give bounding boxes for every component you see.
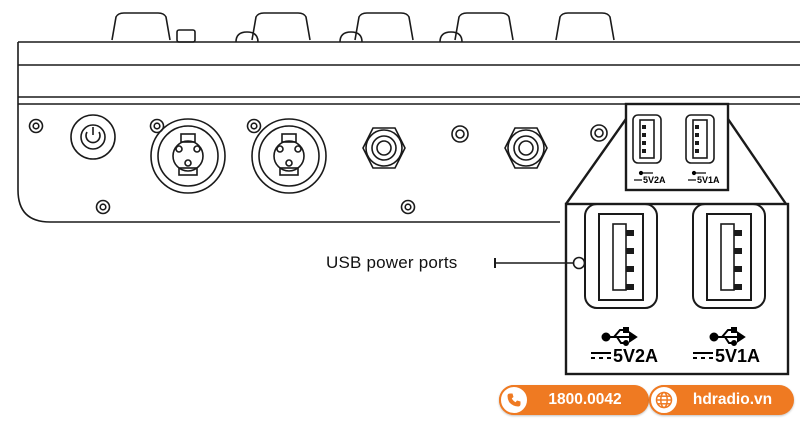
phone-badge[interactable]: 1800.0042 bbox=[499, 385, 649, 415]
usb-port-rating-right-small: 5V1A bbox=[697, 175, 720, 185]
quarter-inch-jack bbox=[504, 127, 548, 169]
callout-label: USB power ports bbox=[326, 253, 458, 272]
xlr-combo-jack bbox=[150, 118, 226, 194]
usb-ports-small bbox=[624, 102, 730, 192]
usb-port-rating-left-small: 5V2A bbox=[643, 175, 666, 185]
knob bbox=[555, 12, 615, 41]
usb-symbol-icon bbox=[709, 327, 746, 346]
usb-ports-zoom bbox=[564, 202, 790, 376]
website-text: hdradio.vn bbox=[692, 391, 773, 408]
screw bbox=[28, 118, 44, 134]
screw bbox=[246, 118, 262, 134]
screw bbox=[149, 118, 165, 134]
globe-icon bbox=[649, 385, 679, 415]
knob bbox=[354, 12, 414, 41]
usb-port-rating-left: 5V2A bbox=[613, 346, 659, 366]
quarter-inch-jack bbox=[362, 127, 406, 169]
screw bbox=[590, 124, 608, 142]
phone-icon bbox=[499, 385, 529, 415]
screw bbox=[95, 199, 111, 215]
screw bbox=[400, 199, 416, 215]
screw bbox=[451, 125, 469, 143]
dc-symbol-icon bbox=[693, 352, 713, 359]
website-badge[interactable]: hdradio.vn bbox=[649, 385, 794, 415]
dc-symbol-icon bbox=[591, 352, 611, 359]
phone-number: 1800.0042 bbox=[548, 391, 622, 408]
knob bbox=[251, 12, 311, 41]
power-button bbox=[70, 114, 116, 160]
usb-port-rating-right: 5V1A bbox=[715, 346, 761, 366]
callout-leader bbox=[494, 256, 586, 270]
usb-symbol-icon bbox=[601, 327, 638, 346]
xlr-combo-jack bbox=[251, 118, 327, 194]
knob bbox=[111, 12, 171, 41]
knob bbox=[454, 12, 514, 41]
